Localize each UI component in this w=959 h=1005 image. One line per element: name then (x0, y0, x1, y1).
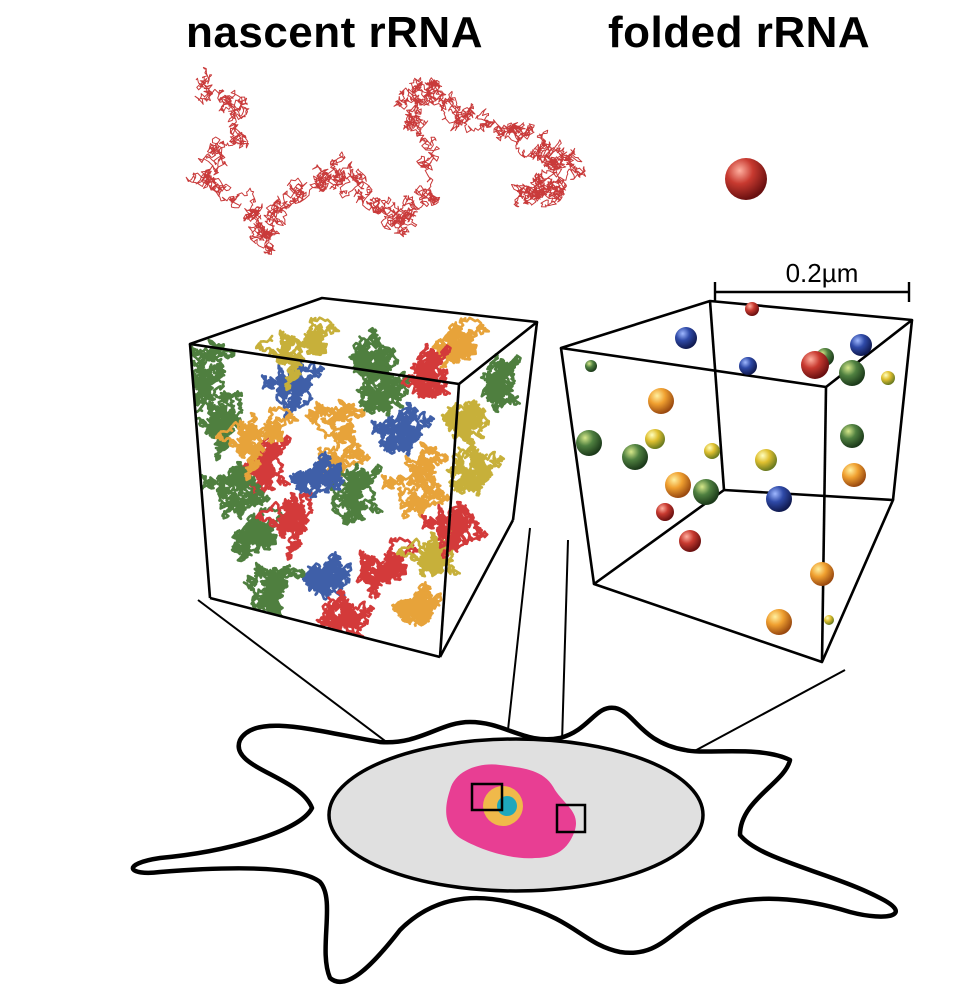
folded-rrna-particle (645, 429, 665, 449)
polymer-chain (322, 462, 384, 526)
folded-rrna-particle (842, 463, 866, 487)
polymer-chain (445, 438, 506, 497)
polymer-chain (300, 551, 353, 601)
folded-rrna-particle (755, 449, 777, 471)
polymer-chain (391, 581, 443, 628)
nascent-chain-path (185, 66, 587, 255)
folded-rrna-particle (850, 334, 872, 356)
polymer-chain (254, 316, 341, 392)
folded-rrna-spheres (576, 302, 895, 635)
nascent-rrna-title: nascent rRNA (186, 8, 483, 57)
polymer-chain (190, 338, 236, 407)
folded-rrna-particle (693, 479, 719, 505)
polymer-chain (395, 524, 462, 578)
folded-rrna-title: folded rRNA (608, 8, 871, 57)
folded-cube-outline (559, 299, 914, 664)
folded-rrna-particle (824, 615, 834, 625)
folded-rrna-particle (665, 472, 691, 498)
folded-rrna-particle (585, 360, 597, 372)
polymer-chain (230, 506, 291, 563)
nucleolus-fibrillar-center (497, 796, 517, 816)
scale-bar-label: 0.2µm (786, 258, 859, 288)
folded-rrna-particle (656, 503, 674, 521)
folded-rrna-particle (576, 430, 602, 456)
folded-rrna-particle (648, 388, 674, 414)
nascent-cube-outline (188, 296, 539, 659)
polymer-chain (400, 342, 452, 399)
folded-rrna-particle (679, 530, 701, 552)
folded-rrna-particle (745, 302, 759, 316)
polymer-chain (420, 500, 489, 559)
polymer-chain (370, 401, 436, 457)
folded-rrna-particle (766, 486, 792, 512)
polymer-chain (431, 316, 491, 369)
folded-rrna-particle (622, 444, 648, 470)
folded-rrna-particle (839, 360, 865, 386)
scale-bar (713, 282, 911, 302)
zoom-box-folded (555, 803, 587, 834)
polymer-chain (355, 536, 421, 600)
polymer-chain (479, 352, 522, 414)
folded-rrna-particle (840, 424, 864, 448)
folded-rrna-sphere (725, 158, 767, 200)
nascent-rrna-chain (185, 66, 587, 255)
folded-rrna-particle (801, 351, 829, 379)
folded-rrna-particle (739, 357, 757, 375)
folded-rrna-particle (881, 371, 895, 385)
polymer-chain (214, 405, 300, 482)
folded-rrna-particle (675, 327, 697, 349)
polymer-chain (288, 451, 345, 499)
polymer-chain (355, 358, 415, 417)
folded-rrna-particle (810, 562, 834, 586)
zoom-box-nascent (470, 782, 504, 812)
folded-rrna-particle (766, 609, 792, 635)
polymer-chain (440, 399, 491, 443)
folded-rrna-particle (704, 443, 720, 459)
polymer-chain (380, 441, 451, 520)
polymer-chain (304, 398, 371, 480)
polymer-chain (260, 360, 326, 421)
polymer-chain (255, 490, 314, 561)
polymer-chain (200, 460, 271, 521)
